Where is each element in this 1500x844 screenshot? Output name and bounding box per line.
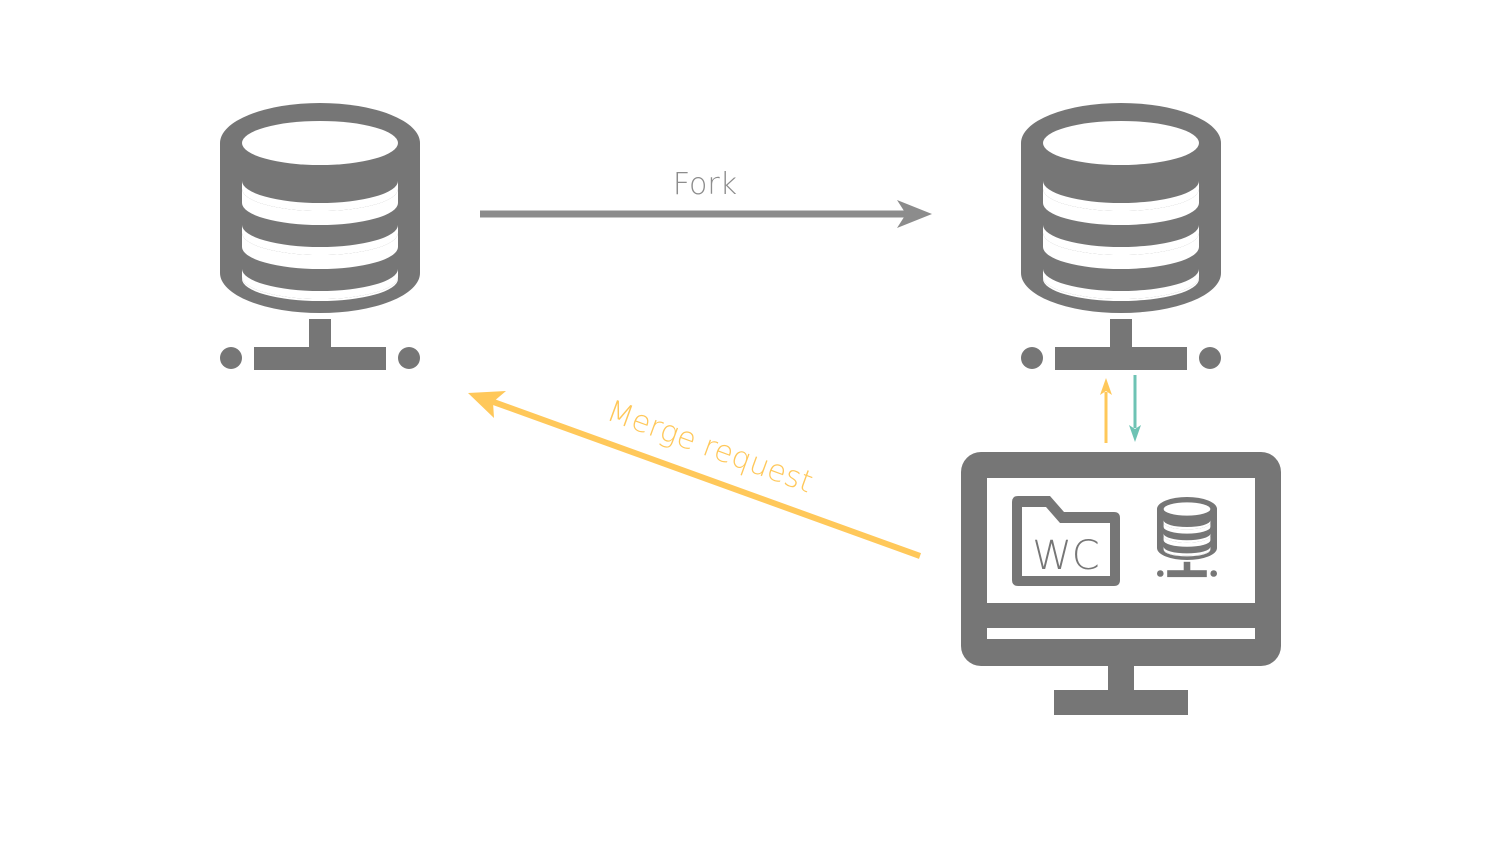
merge-request-label: Merge request xyxy=(602,394,817,501)
push-arrow xyxy=(1100,378,1112,443)
workstation-monitor-icon xyxy=(961,452,1281,715)
folder-icon xyxy=(1012,496,1120,586)
fork-arrow xyxy=(480,200,932,228)
merge-request-arrow xyxy=(468,391,922,559)
folder-label: WC xyxy=(1032,533,1099,579)
pull-arrow xyxy=(1129,375,1141,442)
forked-repo-database-icon xyxy=(1021,103,1221,370)
upstream-repo-database-icon xyxy=(220,103,420,370)
fork-label: Fork xyxy=(673,167,737,202)
